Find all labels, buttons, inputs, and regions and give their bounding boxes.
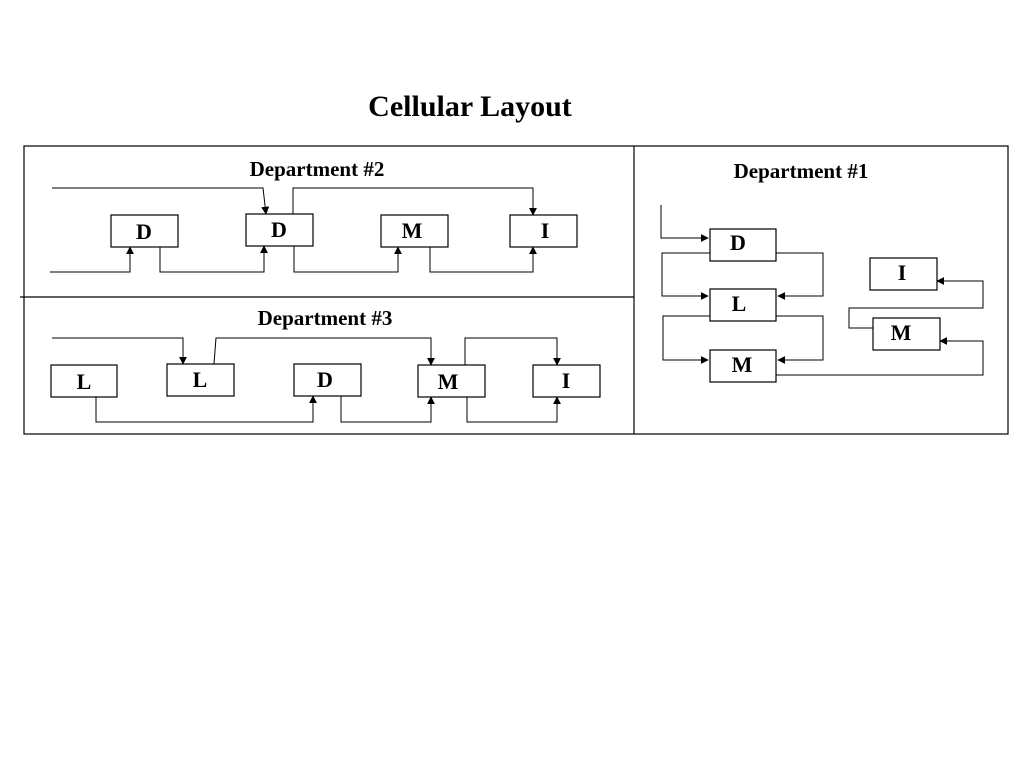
dept2-machine-label: I	[541, 218, 550, 243]
flow-arrow	[52, 187, 270, 215]
dept1-machine-label: M	[891, 320, 912, 345]
flow-arrow	[848, 277, 984, 329]
dept3-machine-label: I	[562, 368, 571, 393]
dept3-machine-label: L	[77, 369, 92, 394]
dept2-machine-inspect: I	[509, 214, 578, 248]
flow-arrow	[340, 396, 435, 423]
flow-arrow	[292, 187, 537, 216]
dept1-machine-label: L	[732, 291, 747, 316]
dept2-machine-drill-1: D	[110, 214, 179, 248]
flow-arrow	[293, 246, 402, 273]
flow-arrow	[429, 246, 537, 273]
dept1-machine-label: D	[730, 230, 746, 255]
dept3-machine-label: L	[193, 367, 208, 392]
department-2-heading: Department #2	[250, 157, 385, 181]
dept3-machine-drill: D	[293, 363, 362, 397]
flow-arrow	[776, 315, 824, 364]
flow-arrow	[662, 315, 710, 364]
dept2-machine-label: D	[136, 219, 152, 244]
department-2: Department #2 D D M I	[50, 157, 578, 273]
dept2-machine-label: D	[271, 217, 287, 242]
department-3: Department #3 L L D M I	[50, 306, 601, 423]
flow-arrow	[661, 252, 710, 300]
dept1-machine-drill: D	[709, 228, 777, 262]
flow-arrow	[776, 337, 984, 376]
flow-arrow	[464, 337, 561, 366]
dept1-machine-label: I	[898, 260, 907, 285]
flow-arrow	[466, 396, 561, 423]
dept1-machine-label: M	[732, 352, 753, 377]
dept3-machine-label: D	[317, 367, 333, 392]
flow-arrow	[660, 205, 709, 242]
dept2-machine-label: M	[402, 218, 423, 243]
dept1-machine-lathe: L	[709, 288, 777, 322]
flow-arrow	[213, 337, 435, 366]
dept3-machine-inspect: I	[532, 364, 601, 398]
dept3-machine-lathe-1: L	[50, 364, 118, 398]
dept1-machine-mill-2: M	[872, 317, 941, 351]
flow-arrow	[95, 395, 317, 423]
outer-frame	[23, 145, 1009, 435]
flow-arrow	[50, 246, 134, 273]
flow-arrow	[776, 252, 824, 300]
dept1-machine-inspect: I	[869, 257, 938, 291]
diagram-title: Cellular Layout	[368, 90, 572, 123]
dept1-machine-mill: M	[709, 349, 777, 383]
department-3-heading: Department #3	[258, 306, 393, 330]
dept3-machine-lathe-2: L	[166, 363, 235, 397]
department-1-heading: Department #1	[734, 159, 869, 183]
department-1: Department #1 D L M I M	[660, 159, 984, 383]
flow-arrow	[159, 245, 268, 273]
dept3-machine-label: M	[438, 369, 459, 394]
dept2-machine-drill-2: D	[245, 213, 314, 247]
dept2-machine-mill: M	[380, 214, 449, 248]
flow-arrow	[52, 337, 187, 365]
dept3-machine-mill: M	[417, 364, 486, 398]
